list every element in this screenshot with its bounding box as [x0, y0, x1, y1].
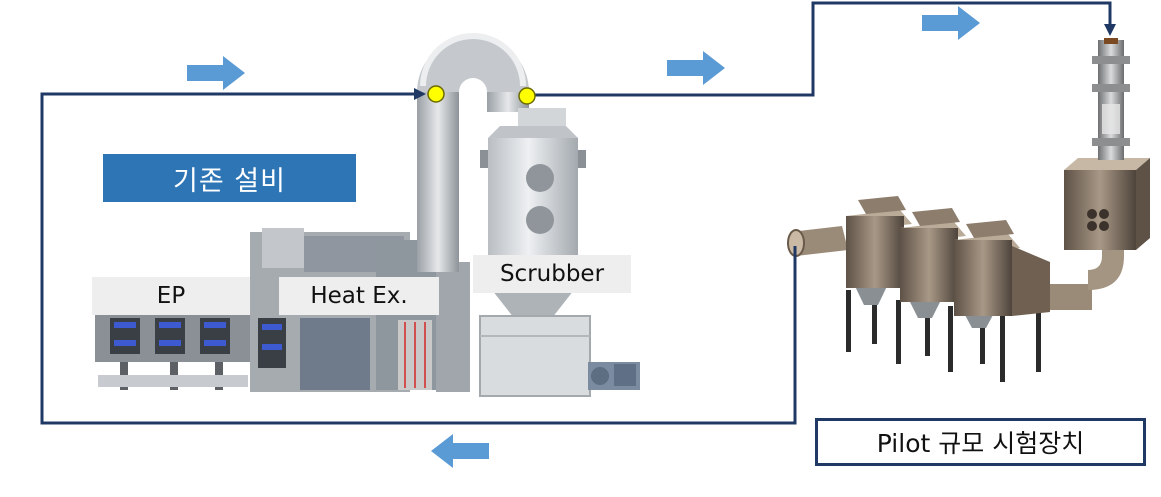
- right-arrow-icon: [922, 6, 980, 40]
- scrubber-duct: [417, 33, 529, 272]
- heat-exchanger-label: Heat Ex.: [279, 277, 439, 315]
- right-arrow-icon: [667, 51, 725, 85]
- pilot-module: [846, 196, 912, 288]
- port-dot: [518, 87, 536, 105]
- return-line: [40, 92, 797, 425]
- port-dot: [427, 85, 445, 103]
- line-arrowhead: [1104, 24, 1116, 36]
- existing-facility-label: 기존 설비: [103, 154, 356, 202]
- existing-equipment: [95, 33, 640, 397]
- right-arrow-icon: [187, 56, 245, 90]
- ep-label: EP: [92, 277, 250, 315]
- left-arrow-icon: [431, 434, 489, 468]
- heat-exchanger-unit: [250, 228, 470, 392]
- scrubber-label: Scrubber: [473, 255, 631, 293]
- pilot-module: [900, 208, 966, 302]
- flow-loop: [40, 1, 1112, 425]
- pilot-apparatus-label: Pilot 규모 시험장치: [815, 418, 1146, 466]
- pilot-module: [954, 220, 1020, 316]
- outlet-line: [528, 1, 1112, 97]
- scrubber-tower: [479, 108, 640, 397]
- line-arrowhead: [414, 88, 426, 100]
- pilot-apparatus: [787, 38, 1150, 382]
